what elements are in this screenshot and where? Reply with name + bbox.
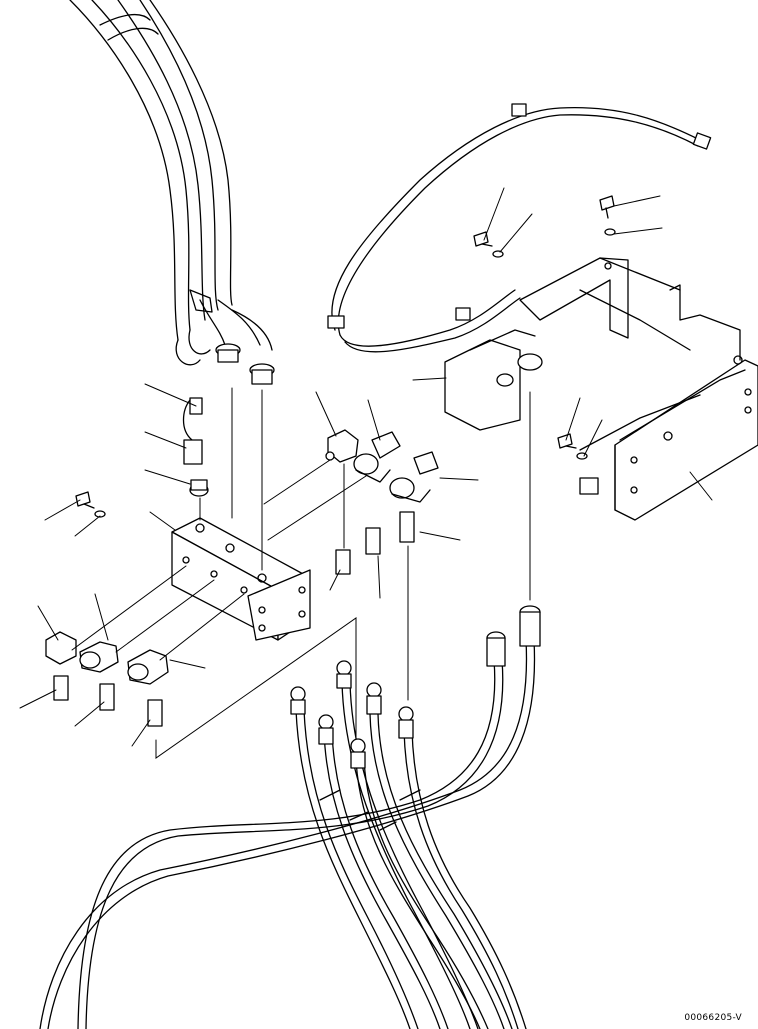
manifold-block bbox=[171, 517, 311, 641]
lower-left-fittings bbox=[45, 631, 169, 727]
lower-hose-bundle bbox=[39, 639, 536, 1029]
upper-hose-fittings bbox=[189, 289, 275, 385]
upper-hose-bundle bbox=[69, 0, 233, 366]
mounting-bracket bbox=[444, 257, 758, 521]
manifold-top-fittings bbox=[75, 397, 209, 518]
electrical-cable bbox=[327, 103, 712, 353]
callout-leader-lines bbox=[19, 187, 713, 759]
drawing-code-label: 00066205-V bbox=[684, 1013, 742, 1023]
lower-hose-fittings bbox=[290, 605, 541, 769]
center-elbow-fittings bbox=[325, 429, 439, 575]
